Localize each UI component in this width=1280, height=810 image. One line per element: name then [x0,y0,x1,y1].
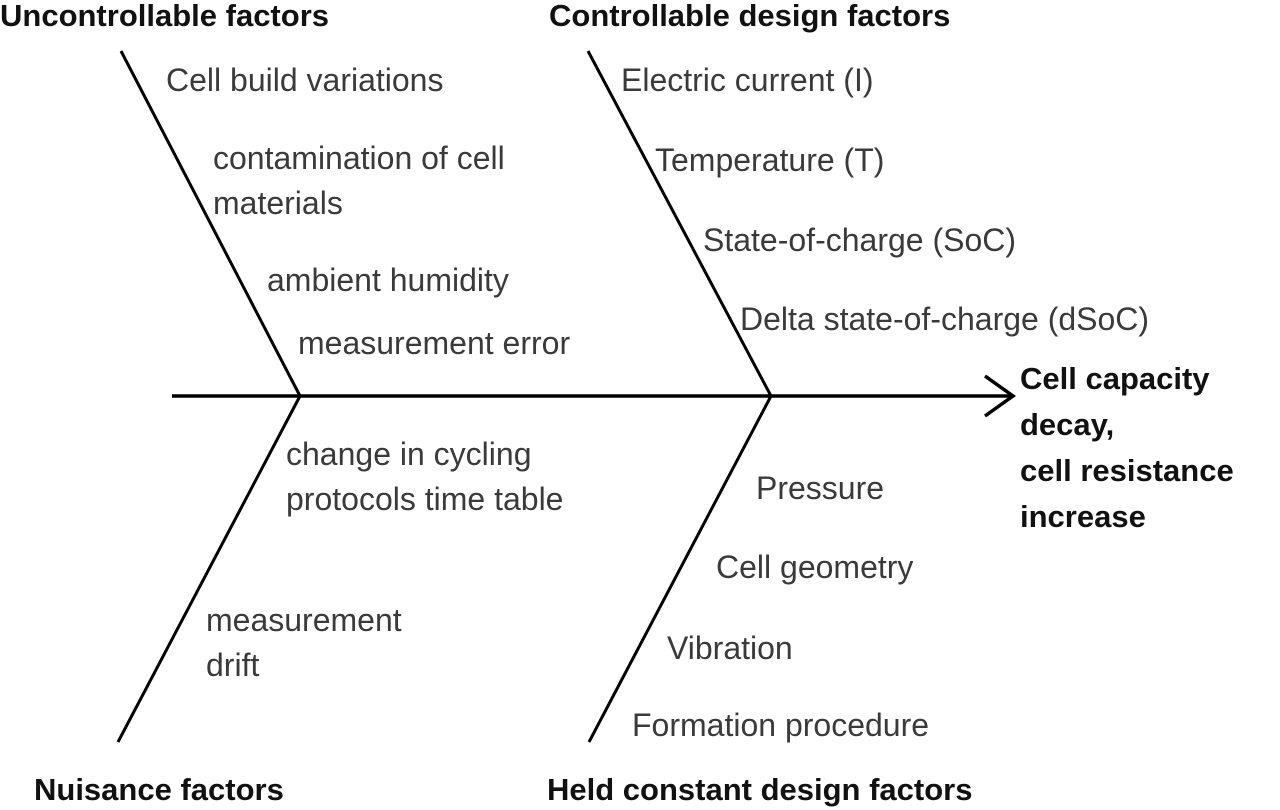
factor-held-constant-1: Pressure [756,470,885,506]
factor-uncontrollable-1: Cell build variations [166,62,444,98]
factor-controllable-2: Temperature (T) [655,142,885,178]
factor-held-constant-2: Cell geometry [716,549,914,585]
factor-nuisance-2: measurement drift [206,602,402,683]
outcome-line-3: cell resistance [1020,453,1234,488]
factor-uncontrollable-4: measurement error [298,325,571,361]
bone-uncontrollable [119,50,302,397]
factor-uncontrollable-3: ambient humidity [267,262,509,298]
bone-held-constant [587,395,773,743]
factor-nuisance-1: change in cycling protocols time table [286,436,564,517]
outcome-label: Cell capacity decay, cell resistance inc… [1020,356,1234,540]
heading-nuisance: Nuisance factors [34,772,284,807]
outcome-line-2: decay, [1020,407,1115,442]
factor-controllable-4: Delta state-of-charge (dSoC) [740,301,1150,337]
factor-controllable-3: State-of-charge (SoC) [703,222,1017,258]
factor-uncontrollable-2: contamination of cell materials [213,140,505,221]
heading-controllable: Controllable design factors [549,0,951,33]
heading-uncontrollable: Uncontrollable factors [0,0,329,33]
spine-arrowhead [983,374,1017,418]
factor-held-constant-3: Vibration [667,630,793,666]
bone-controllable [586,50,773,397]
heading-held-constant: Held constant design factors [547,772,973,807]
bone-nuisance [116,395,302,743]
factor-controllable-1: Electric current (I) [621,62,874,98]
factor-held-constant-4: Formation procedure [632,707,930,743]
outcome-line-4: increase [1020,499,1146,534]
outcome-line-1: Cell capacity [1020,361,1210,396]
